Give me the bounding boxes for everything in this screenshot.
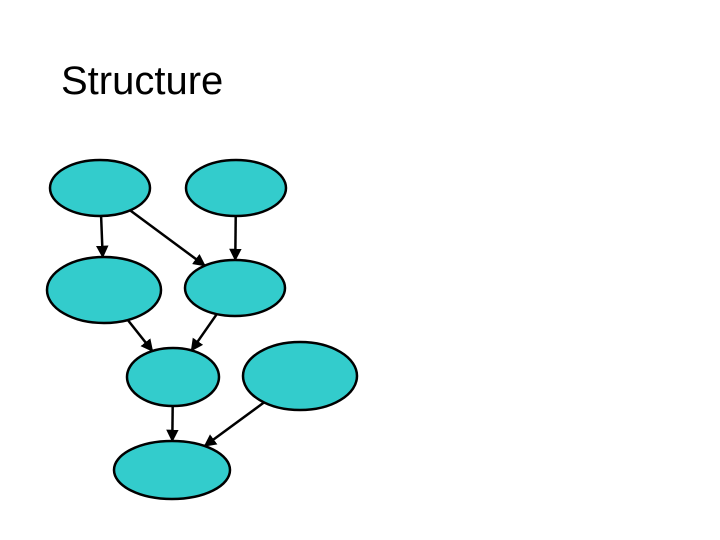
node-n5 [125, 346, 221, 408]
edge-n3-to-n5 [126, 319, 154, 353]
edge-n1-to-n3 [96, 215, 109, 259]
node-n4 [183, 258, 287, 318]
node-n2 [184, 158, 288, 218]
edge-n4-to-n5 [190, 313, 218, 352]
node-n1 [48, 158, 152, 218]
node-layer [45, 158, 359, 501]
slide-title: Structure [61, 59, 224, 103]
edge-n6-to-n7 [203, 401, 265, 448]
node-n3 [45, 255, 163, 325]
node-n7 [112, 439, 232, 501]
node-n6 [241, 340, 359, 412]
edge-layer [96, 209, 265, 448]
edge-n1-to-n4 [129, 209, 206, 267]
